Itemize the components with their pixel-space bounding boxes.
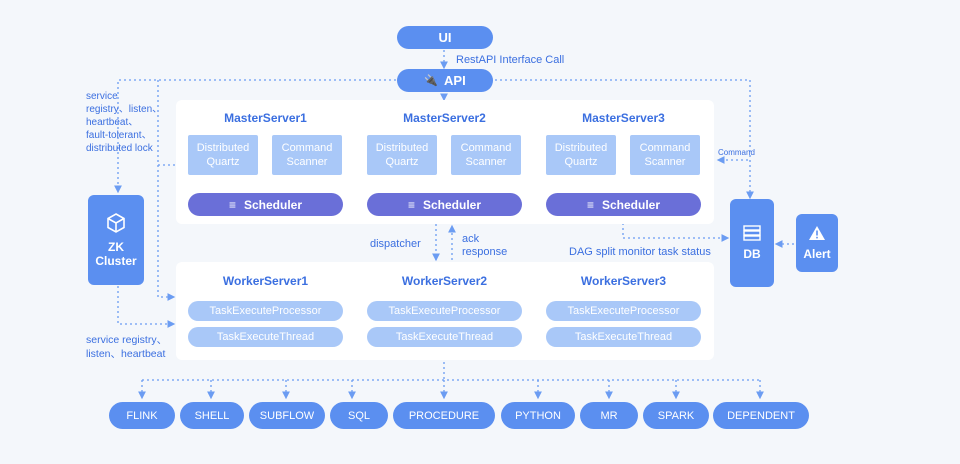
master-server-3-title: MasterServer3 <box>582 111 665 125</box>
distributed-quartz-2: Distributed Quartz <box>367 135 437 175</box>
quartz-line-1: Distributed <box>196 142 250 154</box>
label-line: distributed lock <box>86 143 153 154</box>
dispatcher-label: dispatcher <box>370 238 421 250</box>
label-line: ack <box>462 233 480 245</box>
label-line: fault-tolerant、 <box>86 130 152 141</box>
scanner-line-2: Scanner <box>644 156 686 168</box>
scanner-line-2: Scanner <box>286 156 328 168</box>
api-node[interactable]: 🔌 API <box>397 69 493 92</box>
master-server-2-title: MasterServer2 <box>403 111 486 125</box>
ui-node[interactable]: UI <box>397 26 493 49</box>
alert-label: Alert <box>803 247 831 261</box>
quartz-line-1: Distributed <box>554 142 608 154</box>
db-node[interactable]: DB <box>730 199 774 287</box>
quartz-line-2: Quartz <box>385 156 419 168</box>
ui-label: UI <box>438 30 452 45</box>
label-line: response <box>462 246 508 258</box>
task-execute-processor-2: TaskExecuteProcessor <box>367 301 522 321</box>
scanner-line-1: Command <box>281 142 333 154</box>
task-mr[interactable]: MR <box>580 402 638 429</box>
plug-icon: 🔌 <box>424 75 439 87</box>
scheduler-label: Scheduler <box>243 197 303 212</box>
command-scanner-2: Command Scanner <box>451 135 521 175</box>
task-spark[interactable]: SPARK <box>643 402 709 429</box>
worker-server-1-title: WorkerServer1 <box>222 274 309 288</box>
quartz-line-2: Quartz <box>206 156 240 168</box>
task-execute-thread-2: TaskExecuteThread <box>367 327 522 347</box>
command-scanner-3: Command Scanner <box>630 135 700 175</box>
command-label: Command <box>718 148 755 157</box>
task-procedure[interactable]: PROCEDURE <box>393 402 495 429</box>
scheduler-label: Scheduler <box>422 197 482 212</box>
task-execute-processor-1: TaskExecuteProcessor <box>188 301 343 321</box>
scheduler-1: ≡ Scheduler <box>188 193 343 216</box>
scanner-line-1: Command <box>460 142 512 154</box>
scheduler-label: Scheduler <box>601 197 661 212</box>
worker-server-2-title: WorkerServer2 <box>401 274 488 288</box>
label-line: registry、listen、 <box>86 104 163 115</box>
task-shell[interactable]: SHELL <box>180 402 244 429</box>
quartz-line-2: Quartz <box>564 156 598 168</box>
alert-node[interactable]: Alert <box>796 214 838 272</box>
zk-bottom-label: service registry、 listen、heartbeat <box>86 333 167 361</box>
scanner-line-2: Scanner <box>465 156 507 168</box>
zk-cluster-node[interactable]: ZK Cluster <box>88 195 144 285</box>
label-line: heartbeat、 <box>86 117 139 128</box>
dag-label: DAG split monitor task status <box>569 246 711 258</box>
command-scanner-1: Command Scanner <box>272 135 342 175</box>
scheduler-2: ≡ Scheduler <box>367 193 522 216</box>
task-execute-processor-3: TaskExecuteProcessor <box>546 301 701 321</box>
db-label: DB <box>743 247 761 261</box>
worker-server-3-title: WorkerServer3 <box>580 274 667 288</box>
distributed-quartz-3: Distributed Quartz <box>546 135 616 175</box>
task-dependent[interactable]: DEPENDENT <box>713 402 809 429</box>
ack-response-label: ack response <box>462 233 507 259</box>
api-label: API <box>444 73 466 88</box>
quartz-line-1: Distributed <box>375 142 429 154</box>
distributed-quartz-1: Distributed Quartz <box>188 135 258 175</box>
task-execute-thread-3: TaskExecuteThread <box>546 327 701 347</box>
zk-top-label: service registry、listen、 heartbeat、 faul… <box>86 90 162 155</box>
layers-icon: ≡ <box>407 197 415 212</box>
task-sql[interactable]: SQL <box>330 402 388 429</box>
zk-line-1: ZK <box>108 240 124 254</box>
scanner-line-1: Command <box>639 142 691 154</box>
layers-icon: ≡ <box>586 197 594 212</box>
scheduler-3: ≡ Scheduler <box>546 193 701 216</box>
label-line: listen、heartbeat <box>86 348 166 360</box>
task-python[interactable]: PYTHON <box>501 402 575 429</box>
master-server-1-title: MasterServer1 <box>224 111 307 125</box>
zk-line-2: Cluster <box>95 254 137 268</box>
layers-icon: ≡ <box>228 197 236 212</box>
warning-icon <box>809 226 825 240</box>
rest-api-call-label: RestAPI Interface Call <box>456 54 565 66</box>
label-line: service <box>86 91 118 102</box>
database-icon <box>743 225 761 241</box>
cube-icon <box>107 213 125 233</box>
label-line: service registry、 <box>86 334 168 346</box>
task-flink[interactable]: FLINK <box>109 402 175 429</box>
task-execute-thread-1: TaskExecuteThread <box>188 327 343 347</box>
task-subflow[interactable]: SUBFLOW <box>249 402 325 429</box>
